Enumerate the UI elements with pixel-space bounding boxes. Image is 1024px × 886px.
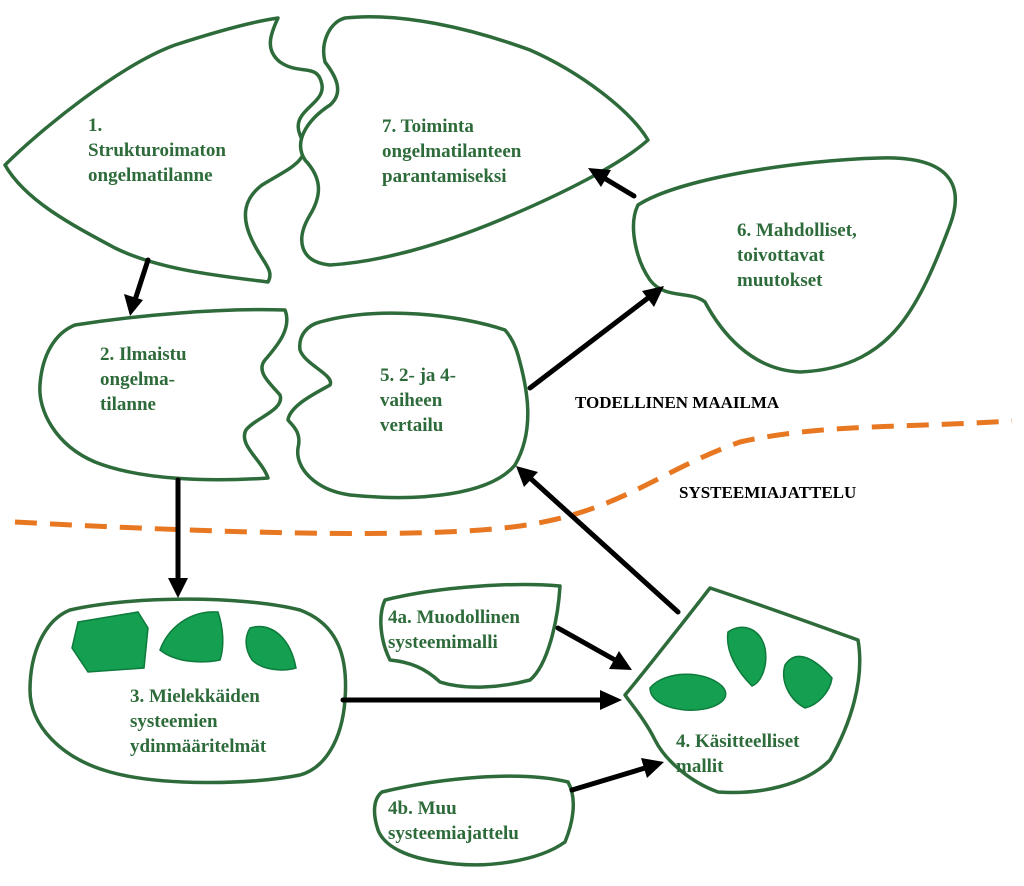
node-4a-formal-system-model: 4a. Muodollinen systeemimalli <box>379 582 562 689</box>
arrow-2-to-3 <box>168 477 188 598</box>
node-3-root-definitions: 3. Mielekkäiden systeemien ydinmääritelm… <box>28 597 348 785</box>
node-5-line-1: 5. 2- ja 4- <box>380 365 456 386</box>
node-3-line-2: systeemien <box>130 711 218 732</box>
node-5-line-2: vaiheen <box>380 390 443 411</box>
node-5-comparison: 5. 2- ja 4- vaiheen vertailu <box>286 311 530 500</box>
node-4-conceptual-models: 4. Käsitteelliset mallit <box>623 586 862 795</box>
node-6-line-3: muutokset <box>737 270 823 291</box>
node-4-outline <box>623 586 862 795</box>
node-4b-label: 4b. Muu systeemiajattelu <box>388 798 519 844</box>
node-4a-line-1: 4a. Muodollinen <box>388 607 520 628</box>
node-4b-line-2: systeemiajattelu <box>388 823 519 844</box>
node-4b-line-1: 4b. Muu <box>388 798 457 819</box>
node-4b-outline <box>372 774 575 867</box>
node-5-outline <box>286 311 530 500</box>
arrow-6-to-7 <box>588 168 637 199</box>
node-7-action-to-improve: 7. Toiminta ongelmatilanteen parantamise… <box>298 14 650 267</box>
node-4-line-1: 4. Käsitteelliset <box>676 731 800 752</box>
region-label-real-world: TODELLINEN MAAILMA <box>575 393 780 412</box>
node-4a-label: 4a. Muodollinen systeemimalli <box>388 607 525 653</box>
node-1-line-3: ongelmatilanne <box>88 165 213 186</box>
node-2-line-3: tilanne <box>100 394 156 415</box>
node-1-label: 1. Strukturoimaton ongelmatilanne <box>88 115 231 186</box>
node-4-line-2: mallit <box>676 756 724 777</box>
node-7-label: 7. Toiminta ongelmatilanteen parantamise… <box>382 116 526 187</box>
node-1-unstructured-problem-situation: 1. Strukturoimaton ongelmatilanne <box>3 16 324 284</box>
node-3-label: 3. Mielekkäiden systeemien ydinmääritelm… <box>130 686 267 757</box>
node-2-line-1: 2. Ilmaistu <box>100 344 187 365</box>
node-4-shape-1 <box>649 673 727 711</box>
node-6-line-2: toivottavat <box>737 245 825 266</box>
node-4b-other-systems-thinking: 4b. Muu systeemiajattelu <box>372 774 575 867</box>
node-6-label: 6. Mahdolliset, toivottavat muutokset <box>737 220 862 291</box>
node-2-expressed-problem-situation: 2. Ilmaistu ongelma- tilanne <box>38 307 289 482</box>
arrow-1-to-2 <box>124 257 151 316</box>
node-6-desirable-changes: 6. Mahdolliset, toivottavat muutokset <box>631 156 958 374</box>
region-label-systems-thinking: SYSTEEMIAJATTELU <box>679 483 856 502</box>
arrow-3-to-4 <box>340 690 622 710</box>
node-6-line-1: 6. Mahdolliset, <box>737 220 857 241</box>
node-1-outline <box>3 16 324 284</box>
arrow-4a-to-4 <box>555 625 632 670</box>
node-2-label: 2. Ilmaistu ongelma- tilanne <box>100 344 191 415</box>
real-world-systems-thinking-boundary <box>14 418 1013 537</box>
node-3-shape-1 <box>71 611 149 673</box>
node-4-label: 4. Käsitteelliset mallit <box>676 731 804 777</box>
node-7-outline <box>298 14 650 267</box>
node-4a-outline <box>379 582 562 689</box>
node-4-shape-3 <box>783 655 833 709</box>
node-3-line-1: 3. Mielekkäiden <box>130 686 260 707</box>
node-4-shape-2 <box>726 626 767 687</box>
node-2-outline <box>38 307 289 482</box>
arrow-5-to-6 <box>527 286 664 391</box>
node-3-line-3: ydinmääritelmät <box>130 736 267 757</box>
node-5-line-3: vertailu <box>380 415 444 436</box>
node-4a-line-2: systeemimalli <box>388 632 498 653</box>
node-7-line-2: ongelmatilanteen <box>382 141 522 162</box>
node-7-line-3: parantamiseksi <box>382 166 507 187</box>
node-1-line-1: 1. <box>88 115 102 136</box>
arrow-4-to-5 <box>516 466 681 615</box>
node-1-line-2: Strukturoimaton <box>88 140 226 161</box>
node-7-line-1: 7. Toiminta <box>382 116 474 137</box>
node-5-label: 5. 2- ja 4- vaiheen vertailu <box>380 365 461 436</box>
node-2-line-2: ongelma- <box>100 369 175 390</box>
node-3-shape-3 <box>245 625 297 671</box>
node-6-outline <box>631 156 958 374</box>
node-3-shape-2 <box>159 611 224 663</box>
arrow-4b-to-4 <box>569 758 664 793</box>
